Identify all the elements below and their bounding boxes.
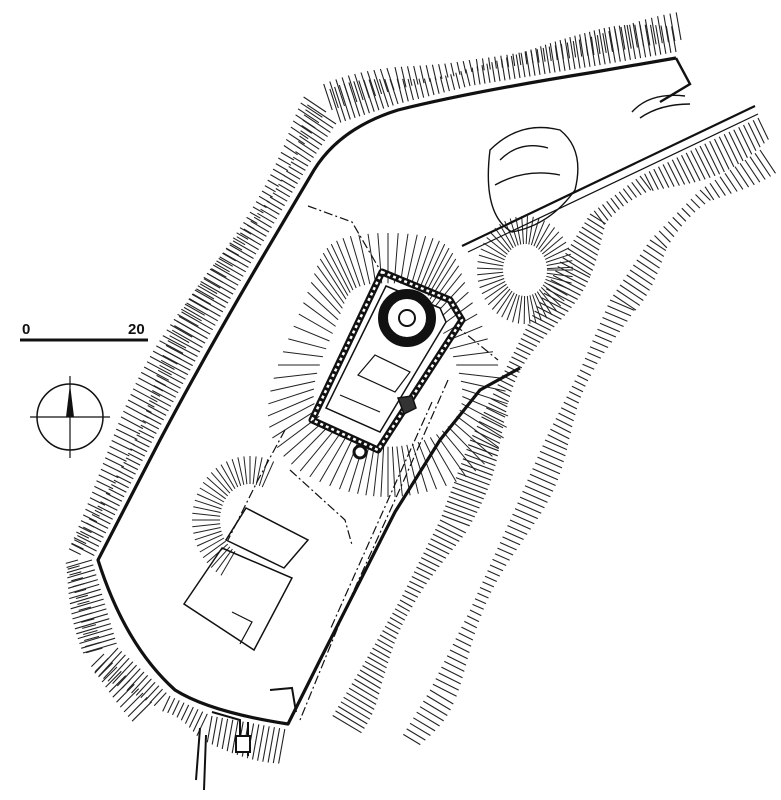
keep-inner-wall (310, 270, 464, 452)
round-tower-core (398, 309, 416, 327)
lower-ward-building-south (182, 547, 294, 652)
lower-ward-room (231, 611, 253, 645)
keep-entry (396, 395, 417, 416)
mound-slope-hachures (192, 233, 509, 576)
round-tower (378, 289, 436, 347)
north-arrow-icon (30, 376, 110, 458)
scale-end-label: 20 (128, 321, 145, 338)
outer-enceinte-wall (96, 56, 677, 726)
gate-tower (235, 735, 251, 753)
keep-south-bastion (352, 444, 368, 460)
scale-start-label: 0 (22, 321, 30, 338)
eastern-wall-line-inner (467, 113, 759, 253)
keep-inner-building (339, 354, 411, 413)
eastern-wall-line (461, 105, 756, 247)
lower-ward-building-north (224, 507, 310, 569)
outer-slope-hachures (65, 12, 776, 764)
north-rock-outcrop (631, 94, 691, 119)
east-spur-outcrop (487, 126, 579, 233)
dash-dot-lines (227, 205, 499, 721)
scale-bar: 0 20 (20, 321, 148, 342)
